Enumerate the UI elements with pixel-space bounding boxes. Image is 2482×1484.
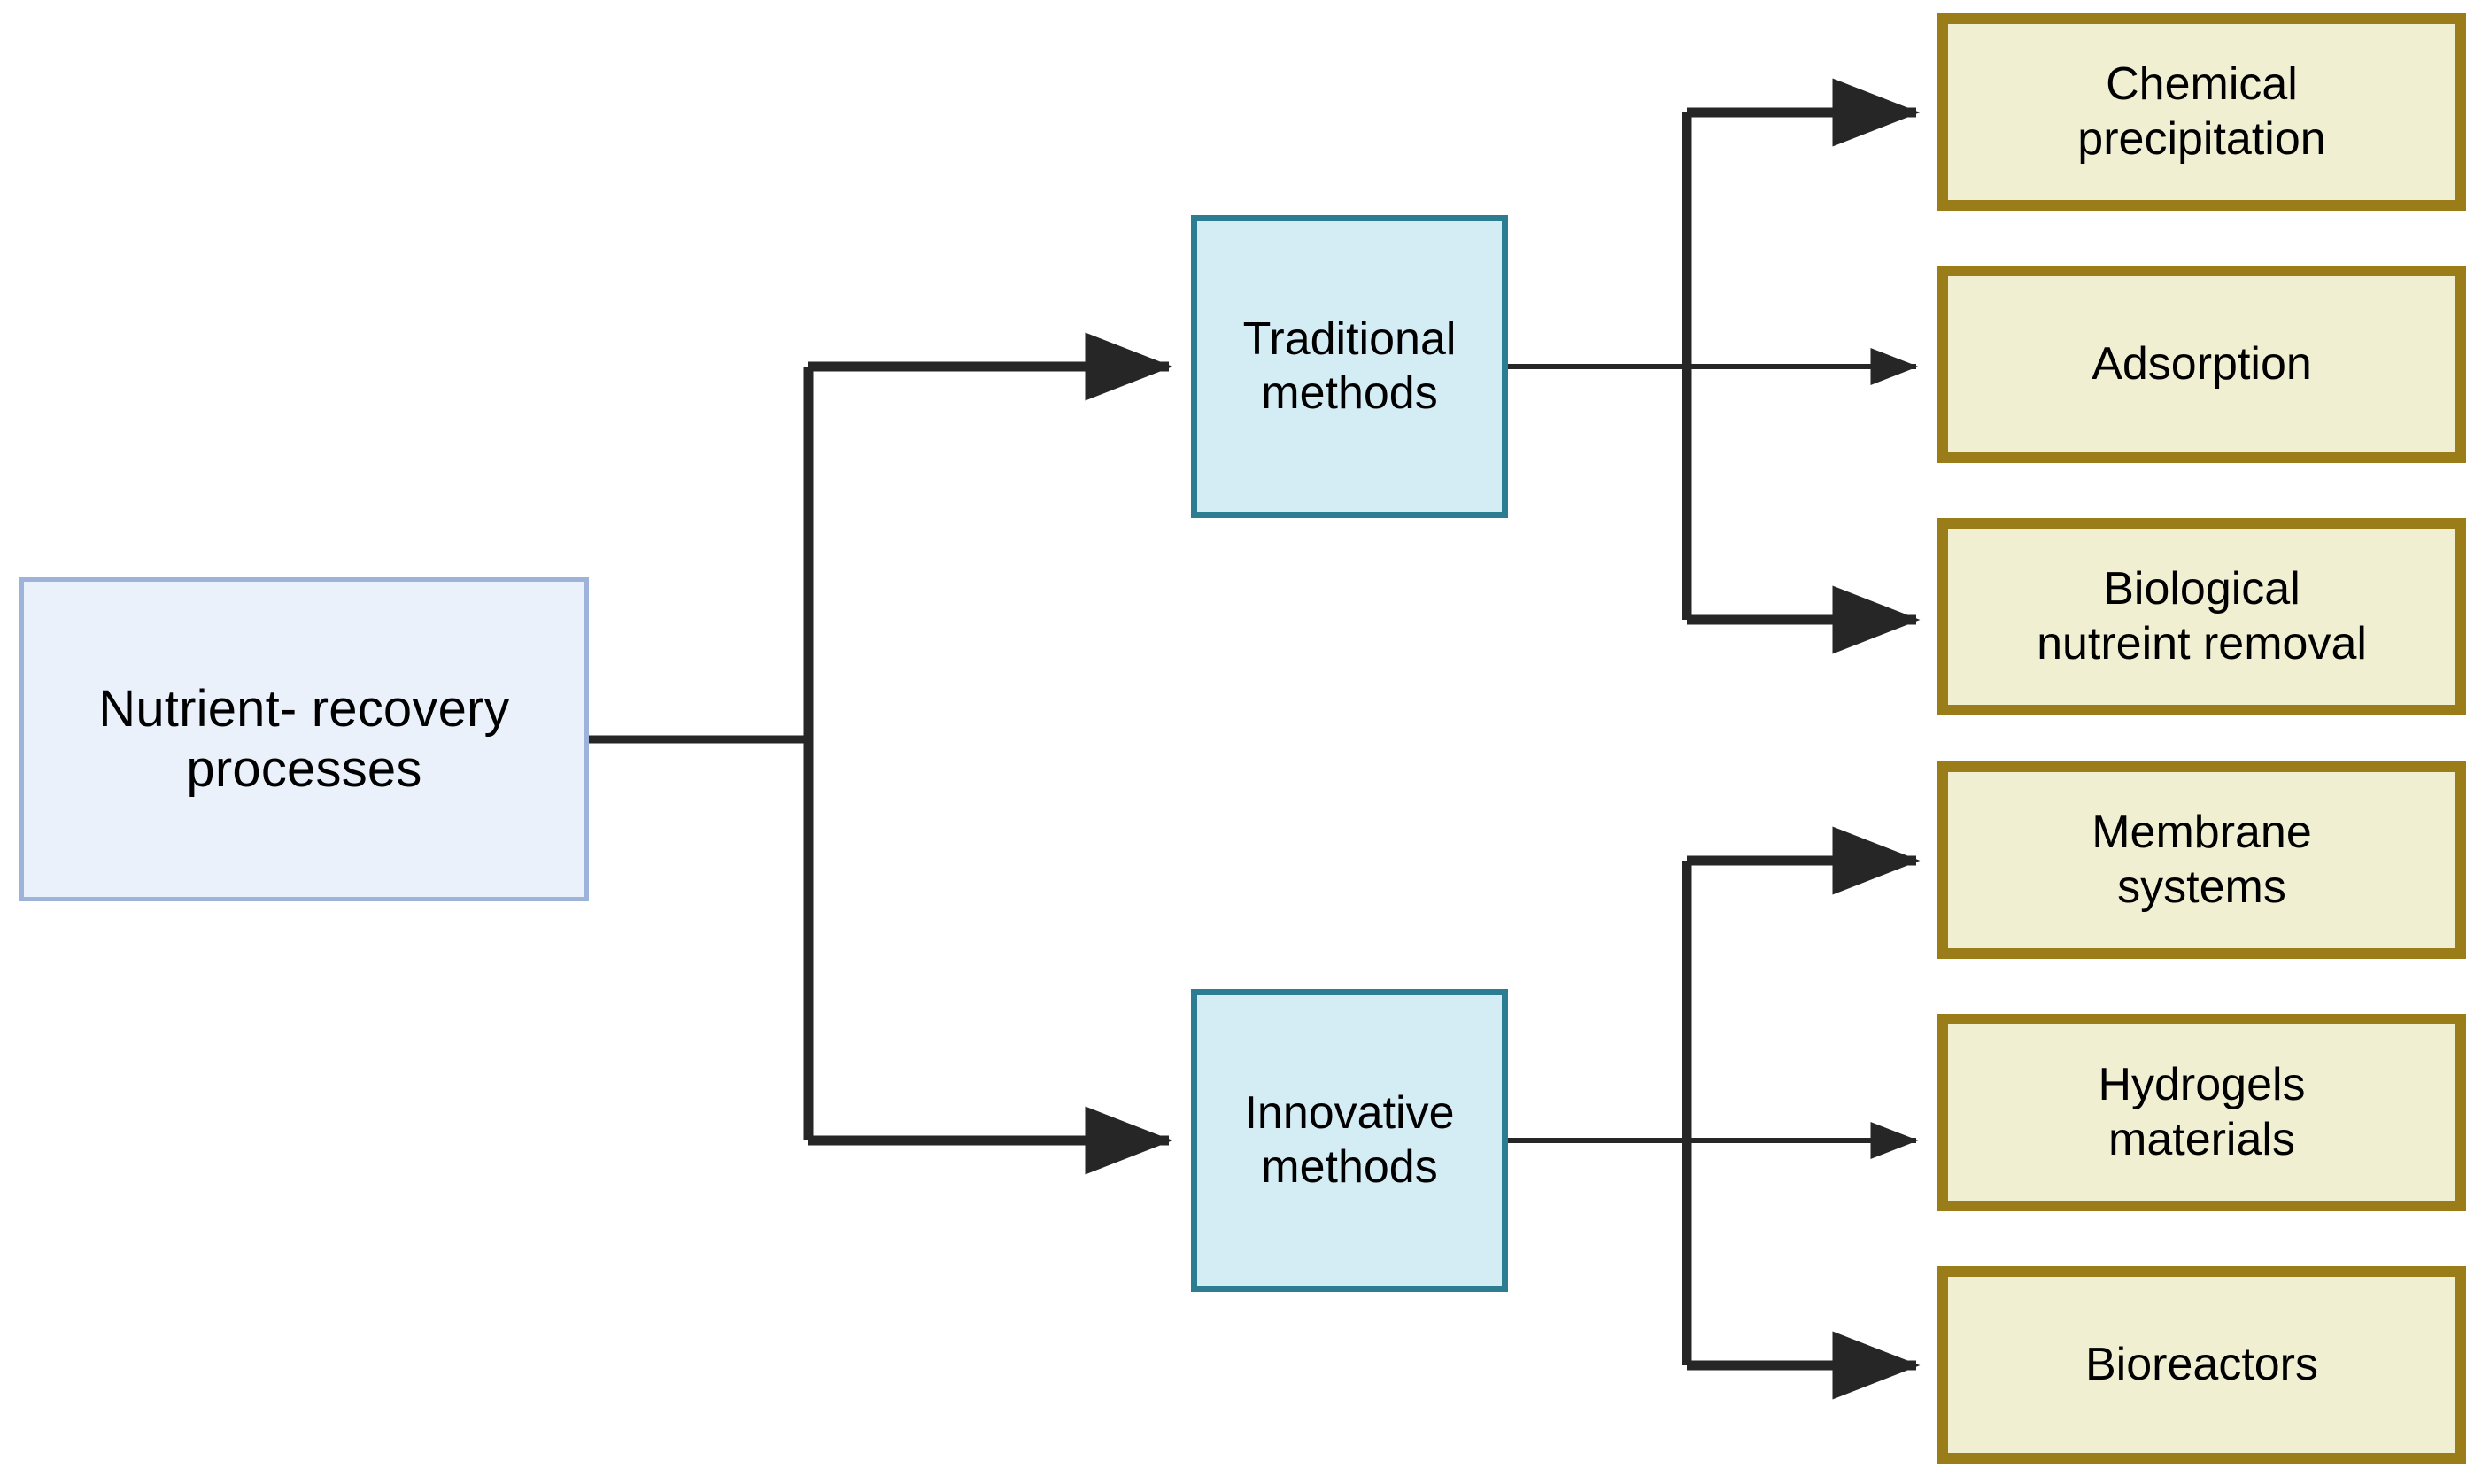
node-nutrient-recovery-processes[interactable]: Nutrient- recovery processes	[19, 577, 589, 901]
connector-traditional-to-leaves	[1508, 78, 1921, 654]
node-traditional-methods[interactable]: Traditional methods	[1191, 215, 1508, 518]
node-chemical-precipitation[interactable]: Chemical precipitation	[1937, 13, 2466, 211]
node-label: Traditional methods	[1242, 313, 1457, 419]
node-label: Innovative methods	[1244, 1086, 1455, 1193]
node-biological-nutreint-removal[interactable]: Biological nutreint removal	[1937, 518, 2466, 715]
node-label: Adsorption	[2092, 337, 2312, 390]
node-adsorption[interactable]: Adsorption	[1937, 266, 2466, 463]
node-hydrogels-materials[interactable]: Hydrogels materials	[1937, 1014, 2466, 1211]
connector-innovative-to-leaves	[1508, 826, 1921, 1400]
node-membrane-systems[interactable]: Membrane systems	[1937, 761, 2466, 959]
node-label: Membrane systems	[2092, 807, 2312, 913]
node-bioreactors[interactable]: Bioreactors	[1937, 1266, 2466, 1464]
node-label: Biological nutreint removal	[2037, 563, 2367, 669]
node-label: Nutrient- recovery processes	[98, 679, 510, 798]
node-label: Bioreactors	[2085, 1338, 2318, 1390]
node-label: Chemical precipitation	[2077, 58, 2326, 165]
node-innovative-methods[interactable]: Innovative methods	[1191, 989, 1508, 1292]
node-label: Hydrogels materials	[2098, 1059, 2306, 1165]
connector-root-to-branches	[589, 332, 1173, 1175]
